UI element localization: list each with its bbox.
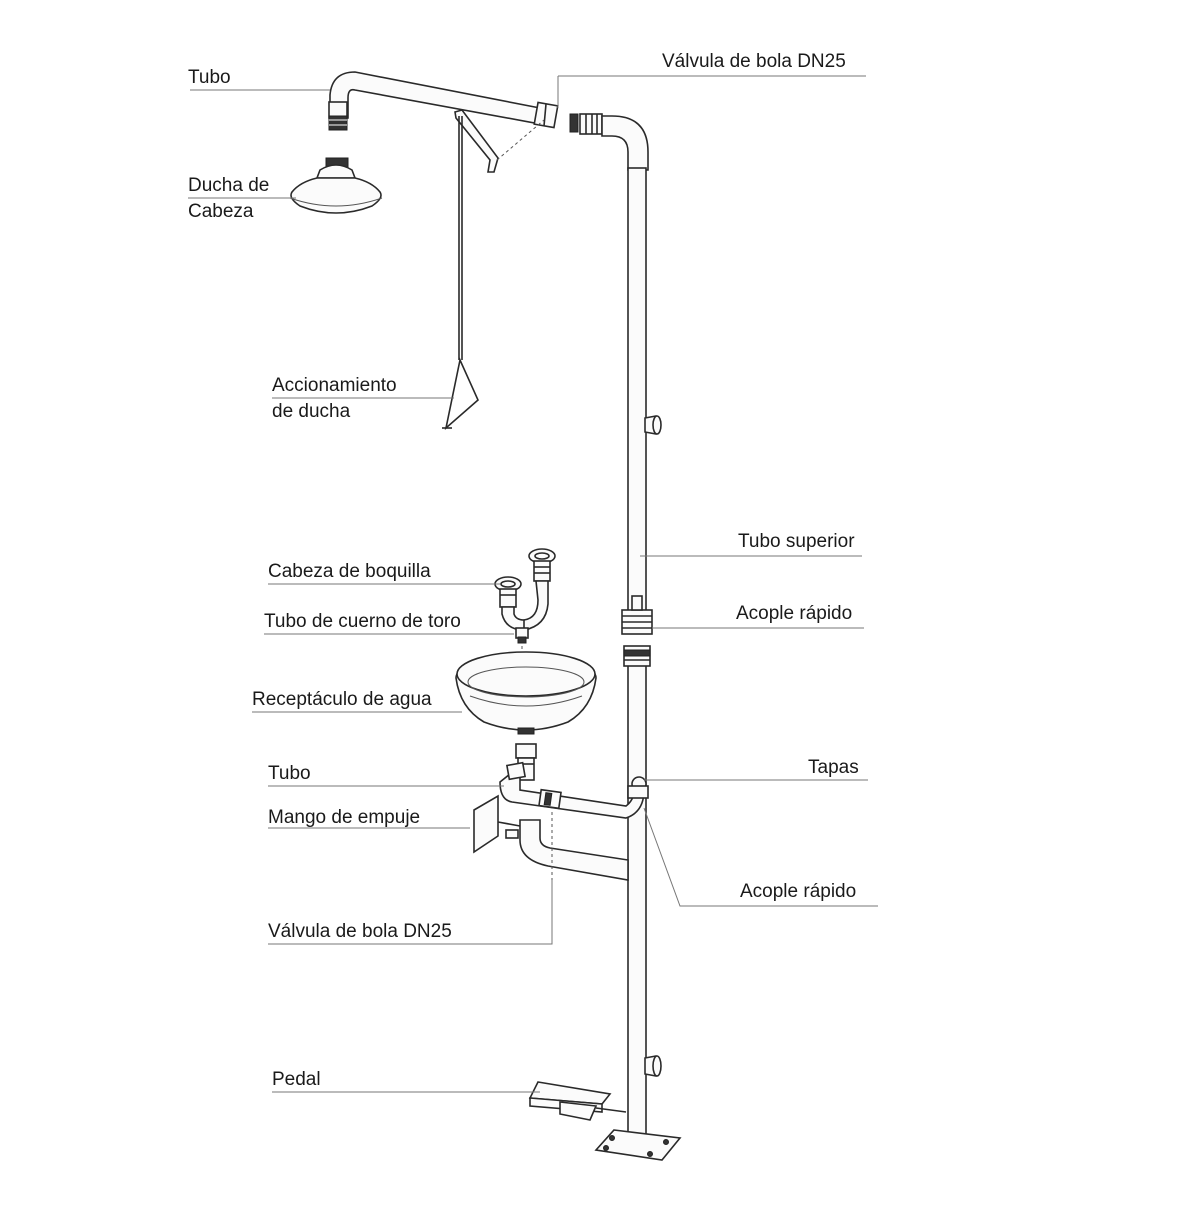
top-ball-valve: [533, 101, 559, 129]
side-outlet-lower: [644, 1055, 662, 1077]
lower-supply-pipe: [499, 761, 645, 819]
leader-lines: [188, 75, 878, 1093]
top-coupling: [569, 113, 603, 135]
label-acople-rapido-2: Acople rápido: [740, 881, 857, 902]
label-tapas: Tapas: [808, 757, 859, 778]
quick-coupling-lower: [623, 645, 651, 667]
label-tubo-top: Tubo: [188, 67, 231, 88]
push-handle: [473, 794, 521, 854]
label-tubo-superior: Tubo superior: [738, 531, 855, 552]
label-ducha-line2: Cabeza: [188, 201, 254, 222]
shower-head-nipple: [328, 101, 348, 131]
shower-head: [289, 157, 383, 214]
label-tubo-cuerno: Tubo de cuerno de toro: [264, 611, 461, 632]
label-mango: Mango de empuje: [268, 807, 421, 828]
lower-return-pipe: [519, 819, 629, 881]
quick-coupling-upper: [621, 595, 653, 635]
bull-horn-tube: [501, 580, 549, 644]
valve-link-dashed: [496, 119, 545, 161]
shower-pull-triangle: [442, 357, 479, 431]
caps-fitting: [627, 776, 649, 799]
water-bowl: [455, 651, 597, 735]
label-accion-line1: Accionamiento: [272, 375, 397, 396]
top-arm-pipe: [329, 71, 541, 125]
lower-ball-valve: [538, 788, 562, 810]
side-outlet-upper: [644, 415, 662, 435]
top-elbow: [601, 115, 649, 171]
foot-pedal: [528, 1081, 627, 1121]
base-plate: [594, 1129, 682, 1161]
label-cabeza-boquilla: Cabeza de boquilla: [268, 561, 431, 582]
label-acople-rapido-1: Acople rápido: [736, 603, 853, 624]
shower-activation-rod: [458, 116, 463, 360]
label-ducha-line1: Ducha de: [188, 175, 270, 196]
label-accion-line2: de ducha: [272, 401, 351, 422]
label-pedal: Pedal: [272, 1069, 321, 1090]
label-valvula-bottom: Válvula de bola DN25: [268, 921, 452, 942]
nozzle-head-left: [494, 576, 522, 608]
label-tubo-bottom: Tubo: [268, 763, 311, 784]
nozzle-head-right: [528, 548, 556, 582]
label-receptaculo: Receptáculo de agua: [252, 689, 432, 710]
label-valvula-top: Válvula de bola DN25: [662, 51, 846, 72]
